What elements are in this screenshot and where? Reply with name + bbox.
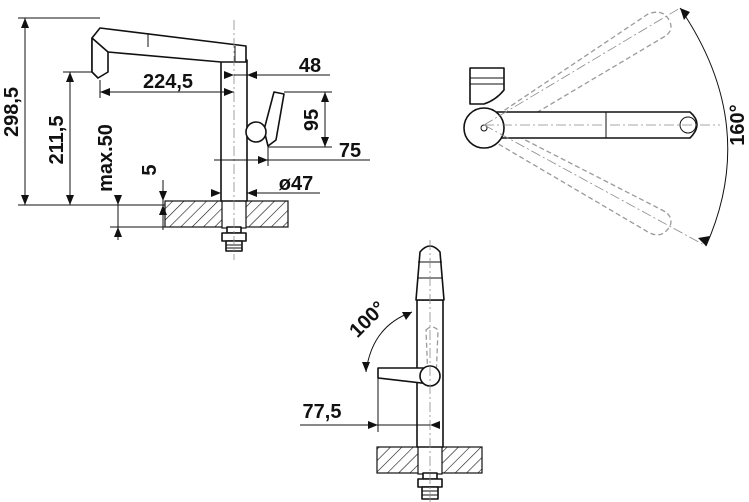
lever-top	[469, 67, 505, 105]
spout-ghost-upper	[477, 11, 672, 139]
swivel-arc	[679, 7, 729, 247]
lever-clearance-label: 77,5	[303, 401, 342, 423]
lever-depth-label: 75	[339, 140, 361, 162]
spray-head	[91, 37, 109, 79]
max-thickness-label: max.50	[95, 124, 117, 192]
front-view: 100° 77,5	[300, 240, 483, 502]
lever-height-label: 95	[301, 109, 323, 131]
hole-offset-label: 5	[139, 164, 161, 175]
lever	[263, 91, 285, 147]
lever-offset-label: 48	[299, 55, 321, 77]
swivel-angle-label: 160°	[727, 104, 749, 145]
spout-reach-label: 224,5	[143, 71, 193, 93]
overall-height-label: 298,5	[1, 87, 23, 137]
lever-ghost-front	[425, 326, 439, 381]
body-diameter-label: ø47	[279, 173, 313, 195]
body-top	[463, 107, 505, 149]
side-view: 298,5 211,5 max.50 5 224,5 48	[1, 17, 370, 260]
spout-height-label: 211,5	[46, 116, 68, 165]
lever-hub	[245, 121, 267, 143]
lever-rotation-label: 100°	[345, 297, 390, 342]
top-view: 160°	[463, 7, 749, 247]
spout-top	[485, 111, 698, 139]
spout-ghost-lower	[477, 123, 672, 236]
